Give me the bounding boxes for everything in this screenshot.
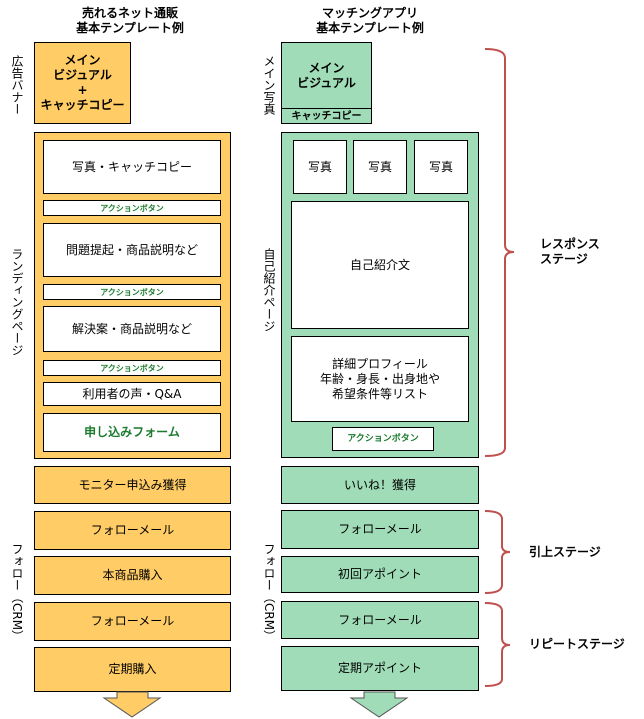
repeat-stage-label: リピートステージ [529,637,625,651]
right-column-title: マッチングアプリ 基本テンプレート例 [316,6,424,35]
pullup-stage-bracket [484,510,511,594]
left-acquire-box: モニター申込み獲得 [34,466,231,504]
landing-action-button[interactable]: アクションボタン [43,200,221,216]
left-follow-mail-1: フォローメール [34,511,231,550]
landing-photo-catchcopy: 写真・キャッチコピー [43,140,221,194]
right-follow-mail-2: フォローメール [281,601,479,639]
banner-main-visual-box: メイン ビジュアル + キャッチコピー [34,42,131,124]
photo-box: 写真 [293,140,347,194]
photo-box: 写真 [353,140,407,194]
left-follow-mail-2: フォローメール [34,602,231,641]
landing-action-button[interactable]: アクションボタン [43,284,221,300]
right-down-arrow [349,691,409,718]
pullup-stage-label: 引上ステージ [529,545,601,559]
side-label-follow-crm-left: フォロー（CRM） [10,543,24,643]
main-visual-box: メイン ビジュアル [281,42,372,109]
side-label-main-photo: メイン写真 [262,55,276,115]
detailed-profile-box: 詳細プロフィール 年齢・身長・出身地や 希望条件等リスト [291,336,469,422]
response-stage-label: レスポンス ステージ [540,237,600,266]
right-first-appointment: 初回アポイント [281,556,479,593]
profile-action-button[interactable]: アクションボタン [332,427,434,451]
left-column-title: 売れるネット通販 基本テンプレート例 [76,6,184,35]
left-down-arrow [102,691,162,718]
photo-box: 写真 [414,140,468,194]
right-regular-appointment: 定期アポイント [281,646,479,691]
side-label-ad-banner: 広告バナー [10,55,24,115]
landing-application-form[interactable]: 申し込みフォーム [43,413,221,452]
catch-copy-box: キャッチコピー [281,108,372,124]
repeat-stage-bracket [484,602,511,687]
self-introduction-box: 自己紹介文 [291,201,469,329]
landing-solution-section: 解決案・商品説明など [43,306,221,352]
side-label-profile-page: 自己紹介ページ [262,248,276,332]
landing-testimonials-qa: 利用者の声・Q&A [43,382,221,406]
right-acquire-box: いいね！獲得 [281,466,479,504]
left-product-purchase: 本商品購入 [34,556,231,595]
side-label-follow-crm-right: フォロー（CRM） [262,543,276,643]
landing-action-button[interactable]: アクションボタン [43,360,221,376]
response-stage-bracket [484,48,515,457]
side-label-landing-page: ランディングページ [10,248,24,356]
landing-problem-section: 問題提起・商品説明など [43,223,221,277]
right-follow-mail-1: フォローメール [281,510,479,549]
